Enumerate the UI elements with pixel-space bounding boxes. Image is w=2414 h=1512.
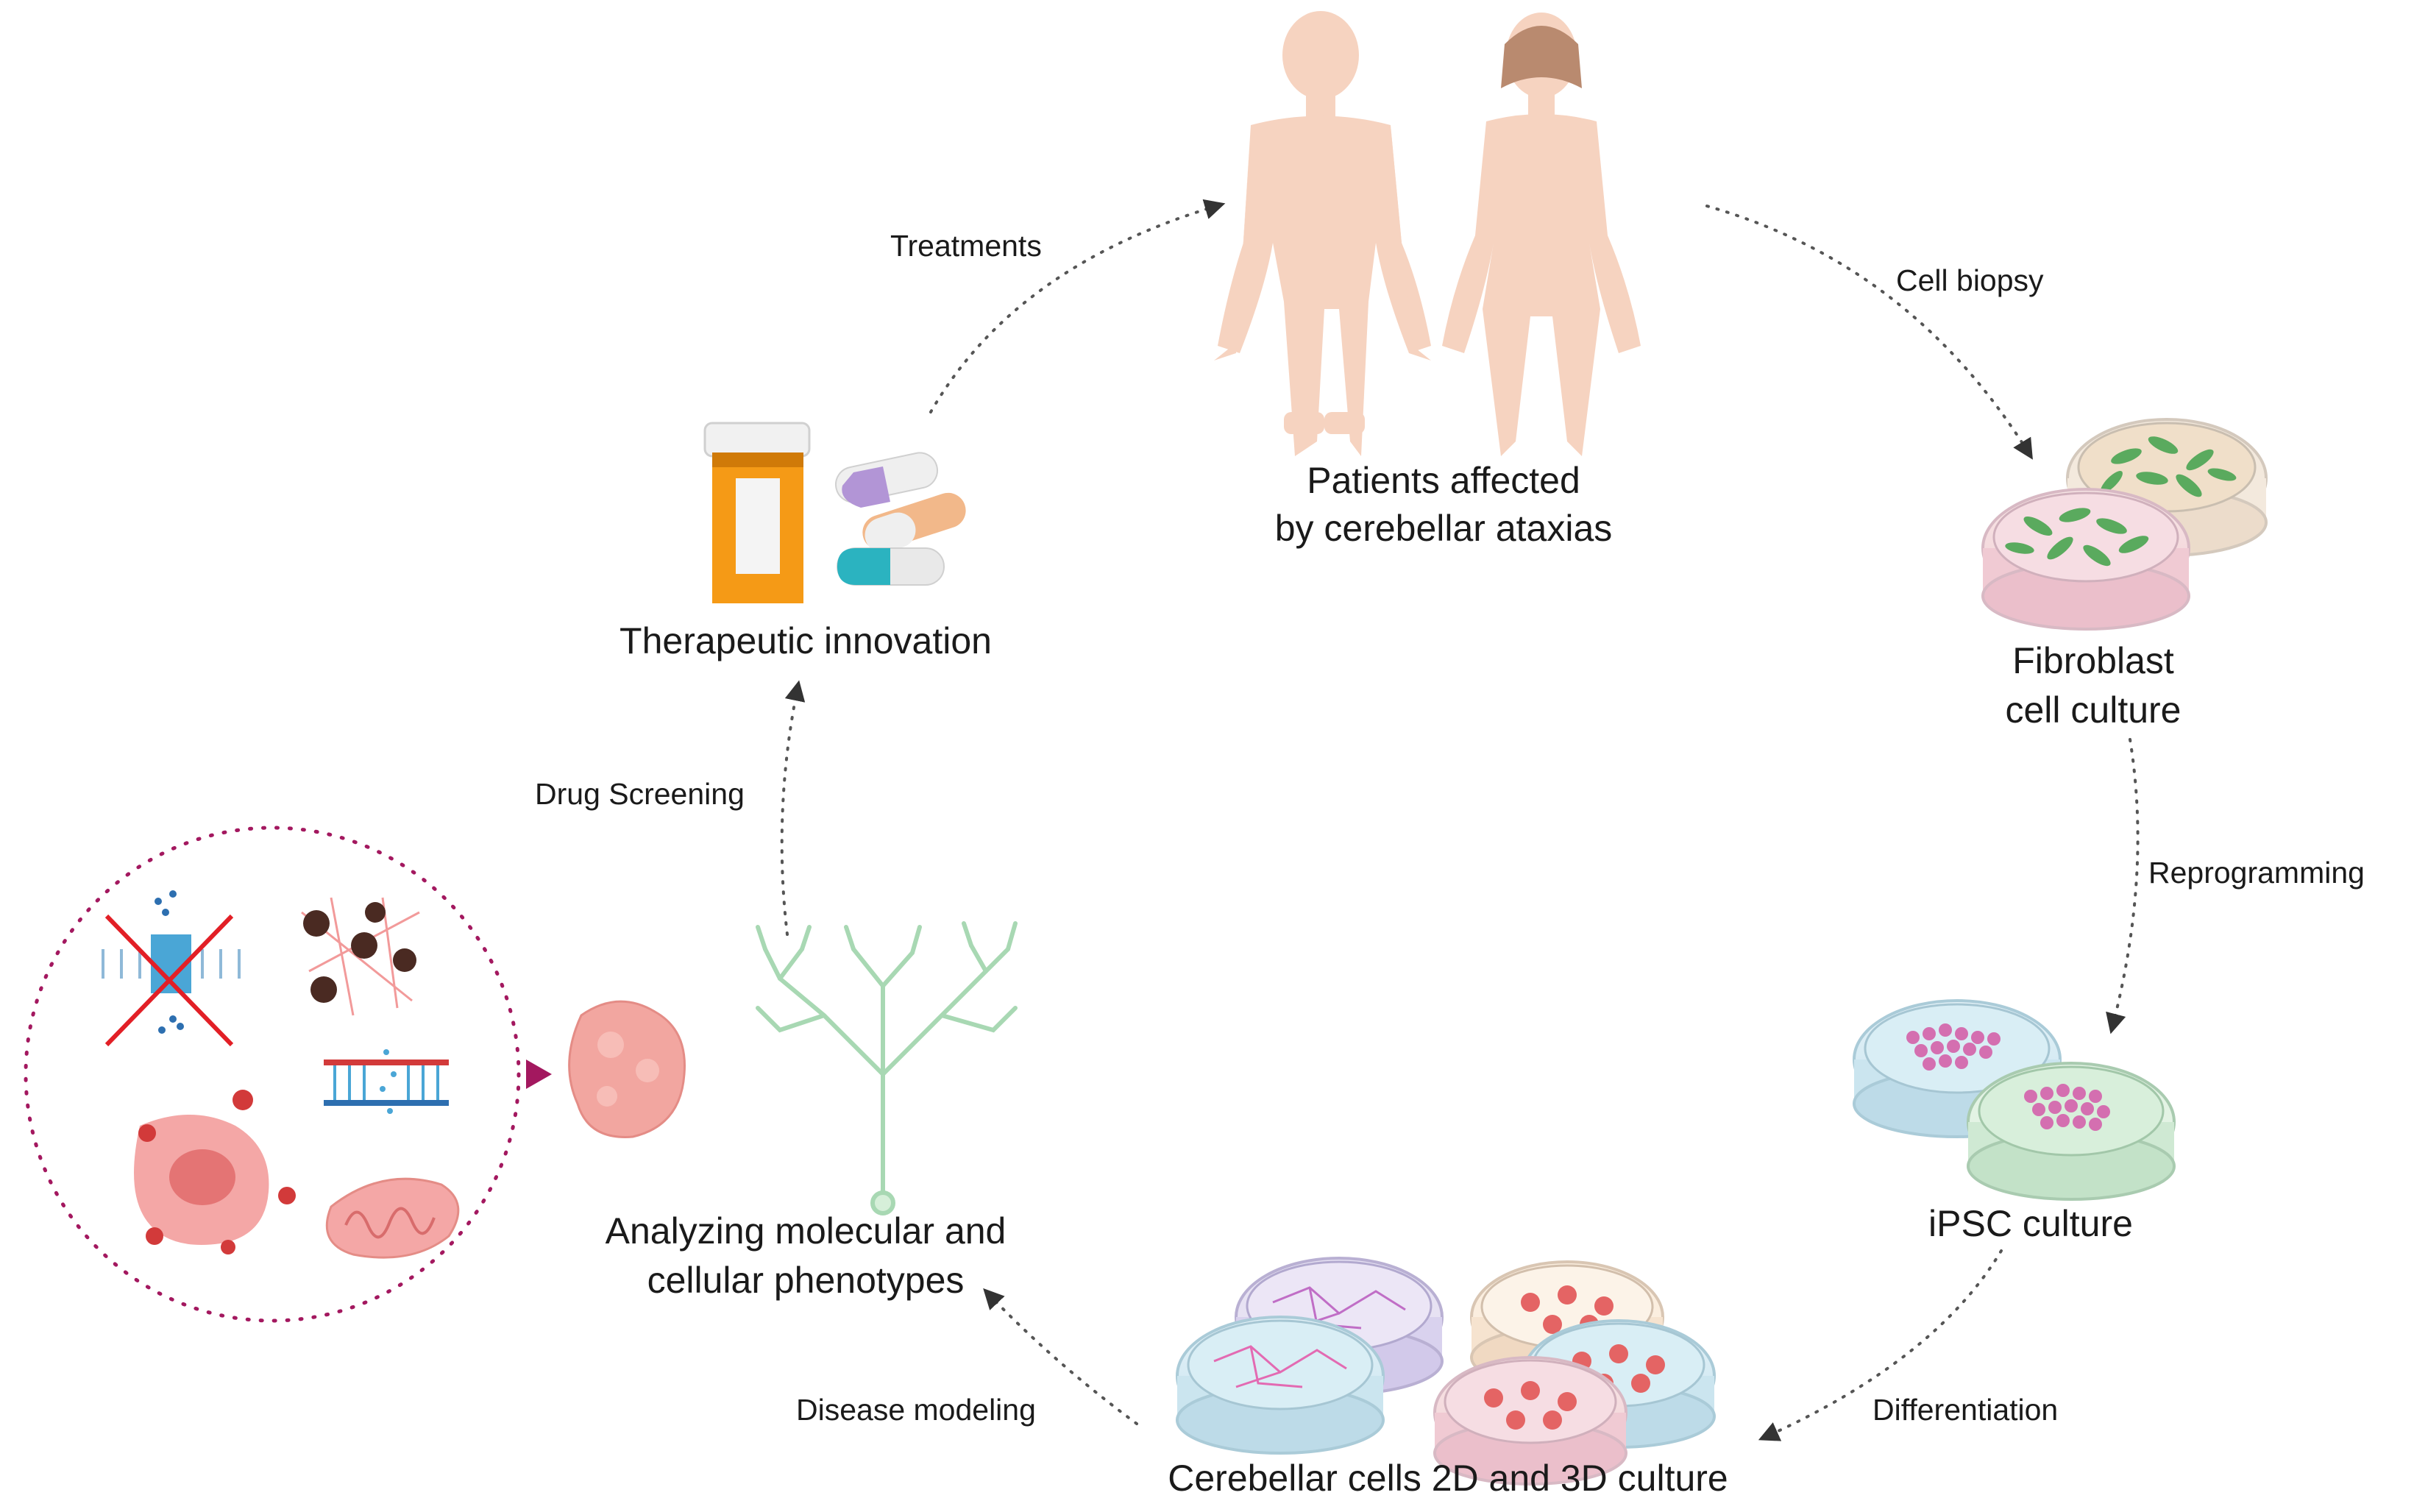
arrow-cell-biopsy <box>1705 205 2033 460</box>
fibroblast-cells <box>2101 436 2237 497</box>
analyzing-label-line1: Analyzing molecular and <box>606 1210 1007 1252</box>
fibroblast-label-line1: Fibroblast <box>2012 640 2174 681</box>
organoid-icon <box>568 1000 686 1138</box>
capsule-icon <box>835 452 938 508</box>
step-cell-biopsy: Cell biopsy <box>1896 263 2044 297</box>
ipsc-dishes-illustration: iPSC culture <box>1853 999 2176 1244</box>
step-reprogramming: Reprogramming <box>2148 856 2365 890</box>
cerebellar-culture-illustration: Cerebellar cells 2D and 3D culture <box>1168 1257 1728 1499</box>
arrow-treatments <box>929 199 1226 414</box>
petri-dish-icon <box>1981 488 2190 631</box>
arrow-differentiation <box>1758 1249 2003 1441</box>
arrow-reprogramming <box>2106 738 2140 1034</box>
step-treatments: Treatments <box>890 229 1042 263</box>
pill-bottle-icon <box>703 422 811 603</box>
analyzing-label-line2: cellular phenotypes <box>647 1260 965 1301</box>
petri-dish-icon <box>1967 1062 2176 1201</box>
fibroblast-cells <box>2005 508 2149 567</box>
therapeutic-label: Therapeutic innovation <box>620 620 992 661</box>
fibroblast-dishes-illustration: Fibroblast cell culture <box>1981 418 2268 731</box>
ipsc-colonies <box>2024 1084 2110 1131</box>
cycle-arrows <box>780 199 2140 1441</box>
pointer-arrow-icon <box>526 1060 552 1089</box>
petri-dish-icon <box>1433 1356 1627 1486</box>
analyzing-illustration: Analyzing molecular and cellular phenoty… <box>568 921 1018 1301</box>
step-drug-screening: Drug Screening <box>535 777 745 811</box>
capsule-icon <box>862 492 966 553</box>
capsule-icon <box>837 547 945 586</box>
patients-label-line1: Patients affected <box>1307 460 1580 501</box>
arrow-disease-modeling <box>983 1288 1138 1425</box>
patients-label-line2: by cerebellar ataxias <box>1275 508 1613 549</box>
dna-repeat-icon <box>324 1049 449 1114</box>
female-figure-icon <box>1442 13 1641 456</box>
mitochondria-icon <box>325 1177 460 1259</box>
fibroblast-label-line2: cell culture <box>2006 689 2182 731</box>
aggregates-icon <box>301 897 420 1016</box>
step-disease-modeling: Disease modeling <box>796 1393 1036 1427</box>
petri-dish-icon <box>1176 1316 1385 1455</box>
ion-channel-icon <box>102 890 241 1047</box>
neuron-network <box>1213 1345 1347 1388</box>
male-figure-icon <box>1214 11 1431 456</box>
phenotypes-circle <box>24 826 552 1323</box>
patients-illustration: Patients affected by cerebellar ataxias <box>1214 11 1641 549</box>
ipsc-label: iPSC culture <box>1928 1203 2133 1244</box>
step-differentiation: Differentiation <box>1872 1393 2058 1427</box>
arrow-drug-screening <box>780 680 806 936</box>
cerebellar-label: Cerebellar cells 2D and 3D culture <box>1168 1458 1728 1499</box>
therapeutic-illustration: Therapeutic innovation <box>620 422 992 661</box>
apoptotic-cell-icon <box>134 1090 296 1254</box>
ipsc-colonies <box>1906 1023 2001 1071</box>
organoids <box>1484 1381 1577 1430</box>
purkinje-neuron-icon <box>756 921 1018 1215</box>
